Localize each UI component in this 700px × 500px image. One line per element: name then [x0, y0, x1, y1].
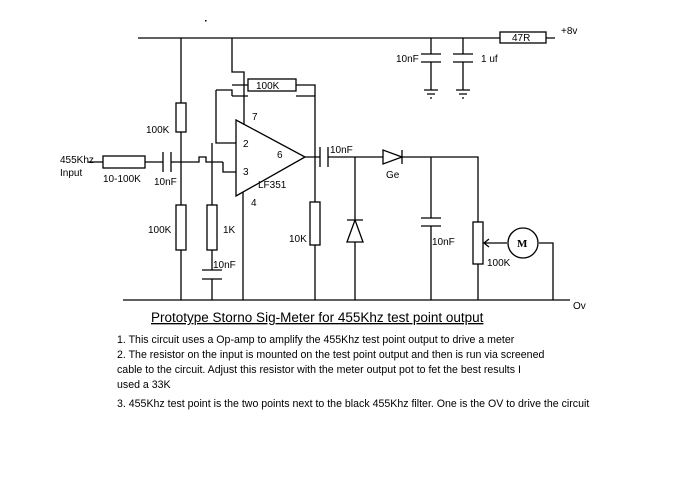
- opamp-label: LF351: [258, 180, 287, 191]
- label-r-bias-bottom: 100K: [148, 225, 172, 236]
- label-c-filter: 10nF: [432, 237, 455, 248]
- label-supply: +8v: [561, 26, 577, 37]
- diode-shunt: [346, 218, 364, 243]
- label-c-output: 10nF: [330, 145, 353, 156]
- pin3-label: 3: [243, 167, 249, 178]
- bias-divider: 100K 100K: [146, 38, 187, 300]
- pot-100k: [472, 221, 484, 265]
- cap-input: [162, 152, 172, 172]
- label-r-feedback: 100K: [256, 81, 280, 92]
- output-network: 10nF 10K Ge: [289, 145, 431, 300]
- gain-network: 1K 10nF: [202, 143, 236, 300]
- input-network: 455Khz Input 10-100K 10nF: [60, 152, 223, 188]
- label-meter: M: [517, 238, 528, 250]
- resistor-bias-bottom: [175, 204, 187, 251]
- resistor-47r: [499, 31, 547, 44]
- label-diode-ge: Ge: [386, 170, 400, 181]
- supply-rail: 47R +8v: [138, 26, 577, 44]
- opamp-triangle: [235, 118, 307, 198]
- pin4-label: 4: [251, 198, 257, 209]
- ground-rail: Ov: [123, 299, 586, 312]
- label-pot: 100K: [487, 258, 511, 269]
- resistor-input: [102, 155, 146, 169]
- stray-dot: [205, 20, 207, 22]
- label-c-input: 10nF: [154, 177, 177, 188]
- label-ground: Ov: [573, 301, 586, 312]
- notes-block: 1. This circuit uses a Op-amp to amplify…: [117, 333, 697, 412]
- meter-icon: [507, 227, 539, 259]
- diagram-title: Prototype Storno Sig-Meter for 455Khz te…: [151, 310, 484, 325]
- diode-ge: [382, 149, 404, 165]
- label-r-input: 10-100K: [103, 174, 141, 185]
- label-input-name: 455Khz: [60, 155, 94, 166]
- label-c-decouple1: 10nF: [396, 54, 419, 65]
- note-line-5: 3. 455Khz test point is the two points n…: [117, 398, 590, 410]
- label-c-decouple2: 1 uf: [481, 54, 498, 65]
- label-r-bias-top: 100K: [146, 125, 170, 136]
- meter-network: 100K M: [431, 156, 554, 300]
- label-r-load: 10K: [289, 234, 307, 245]
- feedback-network: 100K: [216, 78, 316, 157]
- filter-cap: 10nF: [421, 157, 455, 300]
- pin6-label: 6: [277, 150, 283, 161]
- pin7-label: 7: [252, 112, 258, 123]
- note-line-2: 2. The resistor on the input is mounted …: [117, 349, 545, 361]
- label-r-gain: 1K: [223, 225, 236, 236]
- resistor-bias-top: [175, 102, 187, 133]
- decoupling-caps: 10nF 1 uf: [396, 38, 498, 99]
- note-line-1: 1. This circuit uses a Op-amp to amplify…: [117, 334, 515, 346]
- label-c-gain: 10nF: [213, 260, 236, 271]
- resistor-gain: [206, 204, 218, 251]
- cap-gain: [202, 269, 222, 300]
- note-line-4: used a 33K: [117, 379, 171, 391]
- resistor-load: [309, 201, 321, 246]
- note-line-3: cable to the circuit. Adjust this resist…: [117, 364, 521, 376]
- label-47r: 47R: [512, 33, 530, 44]
- cap-output: [319, 147, 329, 167]
- opamp: 2 3 6 7 4 LF351: [215, 38, 307, 300]
- pin2-label: 2: [243, 139, 249, 150]
- label-input-sub: Input: [60, 168, 82, 179]
